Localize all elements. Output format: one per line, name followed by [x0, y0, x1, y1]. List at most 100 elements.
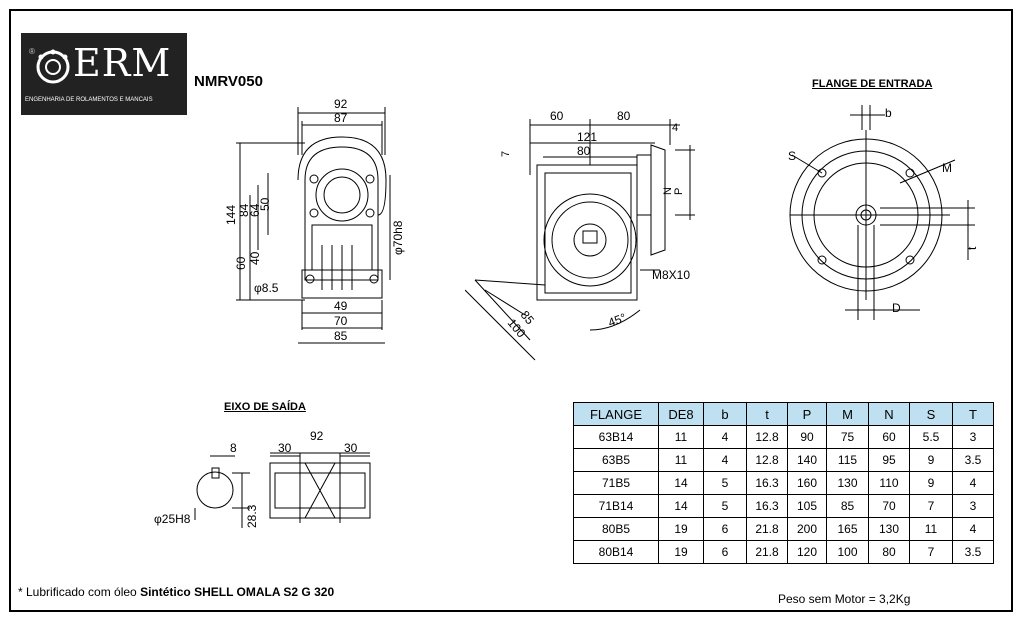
- dim-t: t: [965, 246, 979, 250]
- table-cell: 63B14: [573, 425, 659, 449]
- table-cell: 14: [658, 471, 704, 495]
- logo-brand: ERM: [73, 41, 172, 85]
- dim-4: 4: [672, 122, 678, 134]
- dim-40: 40: [248, 251, 262, 265]
- dim-60-mid: 60: [550, 109, 564, 123]
- table-cell: 16.3: [746, 494, 788, 518]
- col-flange: FLANGE: [573, 402, 659, 426]
- table-cell: 100: [826, 540, 869, 564]
- table-cell: 5: [703, 494, 747, 518]
- flange-entrada-heading: FLANGE DE ENTRADA: [812, 78, 933, 90]
- dim-144: 144: [224, 205, 238, 225]
- registered-mark: ®: [29, 47, 35, 56]
- table-cell: 11: [658, 448, 704, 472]
- table-cell: 71B5: [573, 471, 659, 495]
- bearing-logo-icon: [36, 49, 70, 84]
- logo-tagline: ENGENHARIA DE ROLAMENTOS E MANCAIS: [25, 97, 153, 103]
- dim-92: 92: [334, 97, 348, 111]
- angle-45: 45°: [606, 310, 628, 329]
- drawing-frame: [9, 9, 1013, 612]
- dim-S: S: [788, 149, 796, 163]
- dim-30-right: 30: [344, 441, 358, 455]
- dim-28-3: 28.3: [245, 504, 259, 528]
- table-cell: 105: [787, 494, 827, 518]
- dim-b: b: [885, 106, 892, 120]
- table-cell: 12.8: [746, 425, 788, 449]
- table-cell: 85: [826, 494, 869, 518]
- table-cell: 140: [787, 448, 827, 472]
- table-cell: 11: [658, 425, 704, 449]
- table-cell: 3.5: [952, 540, 994, 564]
- table-cell: 21.8: [746, 540, 788, 564]
- dim-87: 87: [334, 111, 348, 125]
- dim-121: 121: [577, 130, 597, 144]
- erm-logo: ® ERM ENGENHARIA DE ROLAMENTOS E MANCAIS: [21, 33, 187, 115]
- table-cell: 16.3: [746, 471, 788, 495]
- table-cell: 110: [868, 471, 910, 495]
- dim-30-left: 30: [278, 441, 292, 455]
- col-s: S: [909, 402, 953, 426]
- dim-64: 64: [248, 203, 262, 217]
- table-cell: 5.5: [909, 425, 953, 449]
- gearbox-side-view: 60 80 4 121 80 7 N P M8X10 85 100 45°: [465, 109, 695, 361]
- dim-80-inner: 80: [577, 144, 591, 158]
- table-cell: 4: [703, 425, 747, 449]
- table-cell: 165: [826, 517, 869, 541]
- dim-85: 85: [334, 329, 348, 343]
- weight-note: Peso sem Motor = 3,2Kg: [778, 592, 911, 606]
- table-cell: 70: [868, 494, 910, 518]
- output-shaft-view: 8 φ25H8 28.3 92 30 30: [154, 429, 371, 528]
- note-prefix: * Lubrificado com óleo: [18, 585, 141, 599]
- dim-70: 70: [334, 314, 348, 328]
- table-cell: 7: [909, 540, 953, 564]
- table-cell: 12.8: [746, 448, 788, 472]
- gearbox-front-view: 92 87 144 84 64 50 60 40 φ70h8 φ8.5 49 7…: [224, 97, 405, 344]
- table-cell: 6: [703, 540, 747, 564]
- table-cell: 63B5: [573, 448, 659, 472]
- input-flange-view: b S M t D: [788, 105, 979, 320]
- table-cell: 19: [658, 517, 704, 541]
- dim-60: 60: [234, 256, 248, 270]
- dim-92-shaft: 92: [310, 429, 324, 443]
- col-b: b: [703, 402, 747, 426]
- lubrication-note: * Lubrificado com óleo Sintético SHELL O…: [18, 585, 334, 599]
- dim-49: 49: [334, 299, 348, 313]
- dim-phi8-5: φ8.5: [254, 281, 279, 295]
- dim-80-top: 80: [617, 109, 631, 123]
- table-cell: 9: [909, 471, 953, 495]
- table-cell: 120: [787, 540, 827, 564]
- table-header-row: FLANGE DE8 b t P M N S T: [573, 402, 994, 426]
- col-t-upper: T: [952, 402, 994, 426]
- dim-m8x10: M8X10: [652, 268, 690, 282]
- table-cell: 4: [952, 517, 994, 541]
- table-cell: 6: [703, 517, 747, 541]
- dim-7: 7: [500, 151, 512, 157]
- table-cell: 3: [952, 425, 994, 449]
- dim-84: 84: [237, 203, 251, 217]
- table-cell: 95: [868, 448, 910, 472]
- table-cell: 115: [826, 448, 869, 472]
- table-cell: 9: [909, 448, 953, 472]
- col-t: t: [746, 402, 788, 426]
- dim-phi70h8: φ70h8: [391, 220, 405, 255]
- col-n: N: [868, 402, 910, 426]
- col-p: P: [787, 402, 827, 426]
- table-cell: 200: [787, 517, 827, 541]
- table-cell: 4: [703, 448, 747, 472]
- table-cell: 7: [909, 494, 953, 518]
- dim-P: P: [673, 188, 685, 195]
- dim-50: 50: [258, 197, 272, 211]
- dim-D: D: [892, 301, 901, 315]
- table-cell: 11: [909, 517, 953, 541]
- table-cell: 80: [868, 540, 910, 564]
- dim-N: N: [662, 187, 674, 195]
- table-cell: 19: [658, 540, 704, 564]
- table-cell: 160: [787, 471, 827, 495]
- table-cell: 130: [826, 471, 869, 495]
- dim-M: M: [942, 161, 952, 175]
